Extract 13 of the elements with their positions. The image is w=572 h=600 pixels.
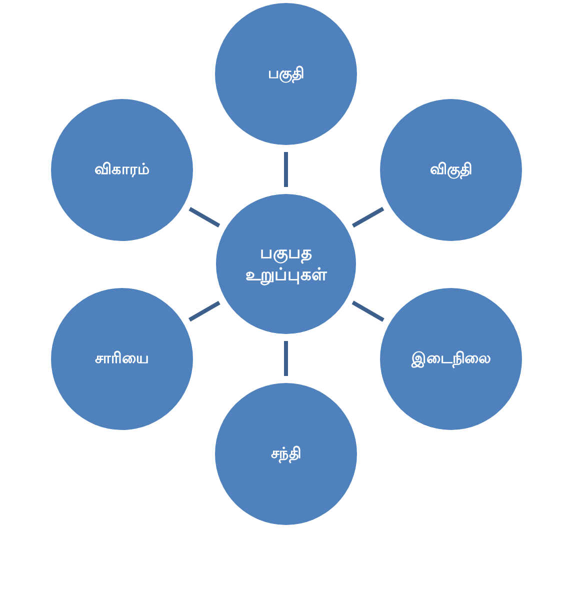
connector-line — [284, 152, 288, 187]
node-label: விகாரம் — [94, 160, 150, 180]
connector-line — [188, 207, 220, 228]
connector-line — [284, 341, 288, 376]
connector-line — [352, 300, 384, 322]
node-label: பகுதி — [268, 64, 304, 84]
node-label: சாரியை — [95, 349, 149, 369]
connector-line — [352, 206, 384, 228]
node-label: சந்தி — [271, 444, 301, 464]
node-label: இடைநிலை — [412, 349, 490, 369]
node-label: பகுபத உறுப்புகள் — [244, 242, 328, 286]
connector-line — [188, 300, 220, 322]
node-label: விகுதி — [430, 160, 472, 180]
